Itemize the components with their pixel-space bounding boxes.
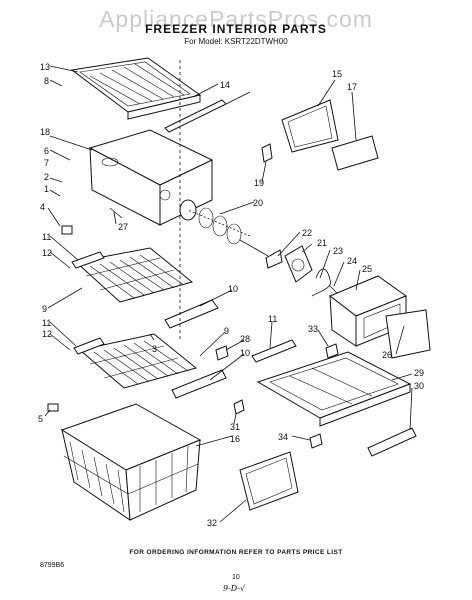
callout-30: 30: [414, 381, 424, 391]
watermark: AppliancePartsPros.com: [99, 6, 373, 32]
callout-27: 27: [118, 222, 128, 232]
callout-3: 3: [152, 344, 157, 354]
callout-8: 8: [44, 76, 49, 86]
part-14-rod: [164, 91, 251, 133]
callout-10: 10: [228, 284, 238, 294]
part-22-bracket: [265, 249, 283, 269]
callout-9: 9: [42, 304, 47, 314]
part-11-rail-lower: [73, 337, 105, 355]
part-13-tray: [70, 57, 202, 120]
callout-28: 28: [240, 334, 250, 344]
part-28-clip: [215, 345, 229, 361]
part-30-rail: [367, 427, 417, 457]
callout-18: 18: [40, 127, 50, 137]
handwritten-initials: 9-D-√: [223, 584, 246, 593]
callout-14: 14: [220, 80, 230, 90]
callout-24: 24: [347, 256, 357, 266]
part-23-wire: [311, 268, 332, 297]
callout-1: 1: [44, 184, 49, 194]
document-code: 8799B6: [40, 562, 65, 569]
part-4-clip: [61, 225, 73, 235]
callout-11-b: 11: [42, 318, 51, 328]
callout-25: 25: [362, 264, 372, 274]
callout-2: 2: [44, 172, 49, 182]
part-21-motor: [284, 245, 313, 283]
callout-11: 11: [42, 232, 51, 242]
callout-12-b: 12: [42, 329, 52, 339]
model-line: For Model: KSRT22DTWH00: [184, 37, 288, 46]
diagram-title: FREEZER INTERIOR PARTS: [145, 22, 327, 36]
callout-15: 15: [332, 69, 342, 79]
ordering-info: FOR ORDERING INFORMATION REFER TO PARTS …: [129, 549, 343, 556]
part-29-pan: [256, 351, 412, 427]
callout-9-b: 9: [224, 326, 229, 336]
part-33-clip: [325, 343, 339, 359]
part-9-shelf-lower: [78, 333, 198, 389]
part-15-frame: [281, 99, 339, 153]
part-17-panel: [331, 135, 379, 171]
part-27-fastener: [109, 207, 123, 219]
callout-5: 5: [38, 414, 43, 424]
part-11-rail-upper: [71, 251, 105, 269]
part-18-bin: [88, 129, 214, 226]
part-19-gear: [261, 143, 273, 163]
part-5-clip: [47, 403, 59, 412]
leader-lines: [44, 60, 413, 523]
part-16-basket: [60, 403, 202, 521]
callout-29: 29: [414, 368, 424, 378]
callout-26: 26: [382, 350, 392, 360]
callout-16: 16: [230, 434, 240, 444]
callout-12: 12: [42, 248, 52, 258]
part-9-shelf-upper: [74, 247, 194, 303]
part-20-auger: [179, 199, 269, 257]
page-number: 10: [232, 574, 240, 581]
part-31-clip: [233, 399, 245, 415]
callout-6: 6: [44, 146, 49, 156]
callout-19: 19: [254, 178, 264, 188]
callout-21: 21: [317, 238, 327, 248]
callout-32: 32: [207, 518, 217, 528]
callout-10-b: 10: [240, 348, 250, 358]
callout-33: 33: [308, 324, 318, 334]
callout-13: 13: [40, 62, 50, 72]
part-11-rail-right: [251, 339, 297, 363]
callout-17: 17: [347, 82, 357, 92]
callout-23: 23: [333, 246, 343, 256]
part-10-rail-lower: [171, 369, 227, 399]
callout-labels: 13 8 14 15 17 18 6 7 2 1 19 20 4 27 22 2…: [38, 62, 424, 528]
callout-22: 22: [302, 228, 312, 238]
callout-34: 34: [278, 432, 288, 442]
callout-7: 7: [44, 158, 49, 168]
part-26-panel: [385, 309, 431, 359]
callout-31: 31: [230, 422, 240, 432]
callout-11-c: 11: [268, 314, 277, 324]
callout-4: 4: [40, 202, 45, 212]
part-32-panel: [239, 451, 299, 511]
part-10-rail-upper: [164, 299, 219, 329]
callout-20: 20: [253, 198, 263, 208]
part-34-clip: [309, 433, 323, 449]
